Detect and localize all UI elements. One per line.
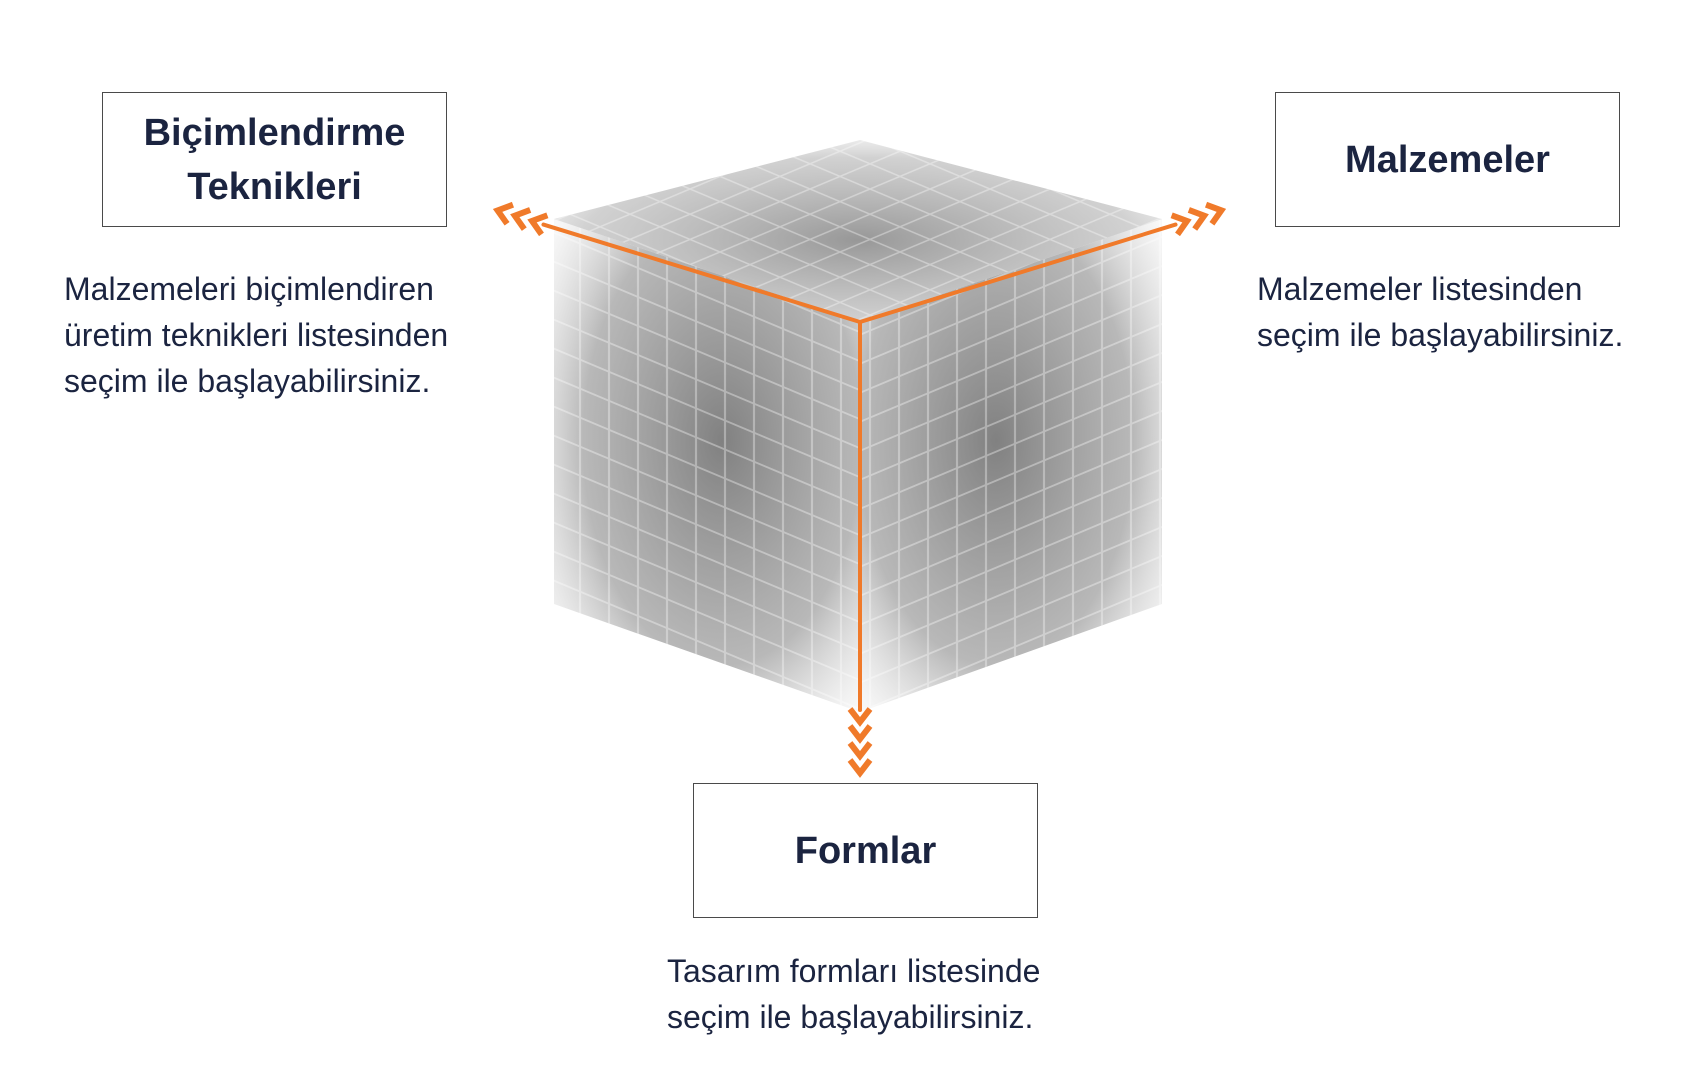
materials-chevron-icon xyxy=(1204,201,1227,226)
forms-chevron-icon xyxy=(847,758,873,778)
forms-chevron-icon xyxy=(847,741,873,761)
cube-right-face-grid xyxy=(860,219,1162,712)
materials-chevron-icon xyxy=(1170,212,1192,237)
techniques-button[interactable]: Biçimlendirme Teknikleri xyxy=(102,92,447,227)
forms-chevron-icon xyxy=(847,724,873,744)
cube-left-face-grid xyxy=(554,219,860,712)
techniques-title: Biçimlendirme Teknikleri xyxy=(143,111,406,208)
forms-description: Tasarım formları listesinde seçim ile ba… xyxy=(667,953,1041,1035)
techniques-chevron-icon xyxy=(527,212,549,237)
cube-top-face-grid xyxy=(554,140,1162,322)
axis-arrows xyxy=(492,201,1227,778)
materials-description: Malzemeler listesinden seçim ile başlaya… xyxy=(1257,271,1624,353)
techniques-axis-line xyxy=(541,222,862,324)
forms-button[interactable]: Formlar xyxy=(693,783,1038,918)
materials-chevron-icon xyxy=(1187,207,1209,231)
techniques-chevron-icon xyxy=(510,207,532,231)
techniques-description: Malzemeleri biçimlendiren üretim teknikl… xyxy=(64,271,449,399)
forms-title: Formlar xyxy=(794,829,937,872)
grid-cube-icon xyxy=(554,140,1162,712)
forms-chevron-icon xyxy=(847,707,873,727)
materials-button[interactable]: Malzemeler xyxy=(1275,92,1620,227)
materials-title: Malzemeler xyxy=(1345,138,1550,181)
materials-axis-line xyxy=(858,222,1178,324)
techniques-chevron-icon xyxy=(492,201,515,226)
